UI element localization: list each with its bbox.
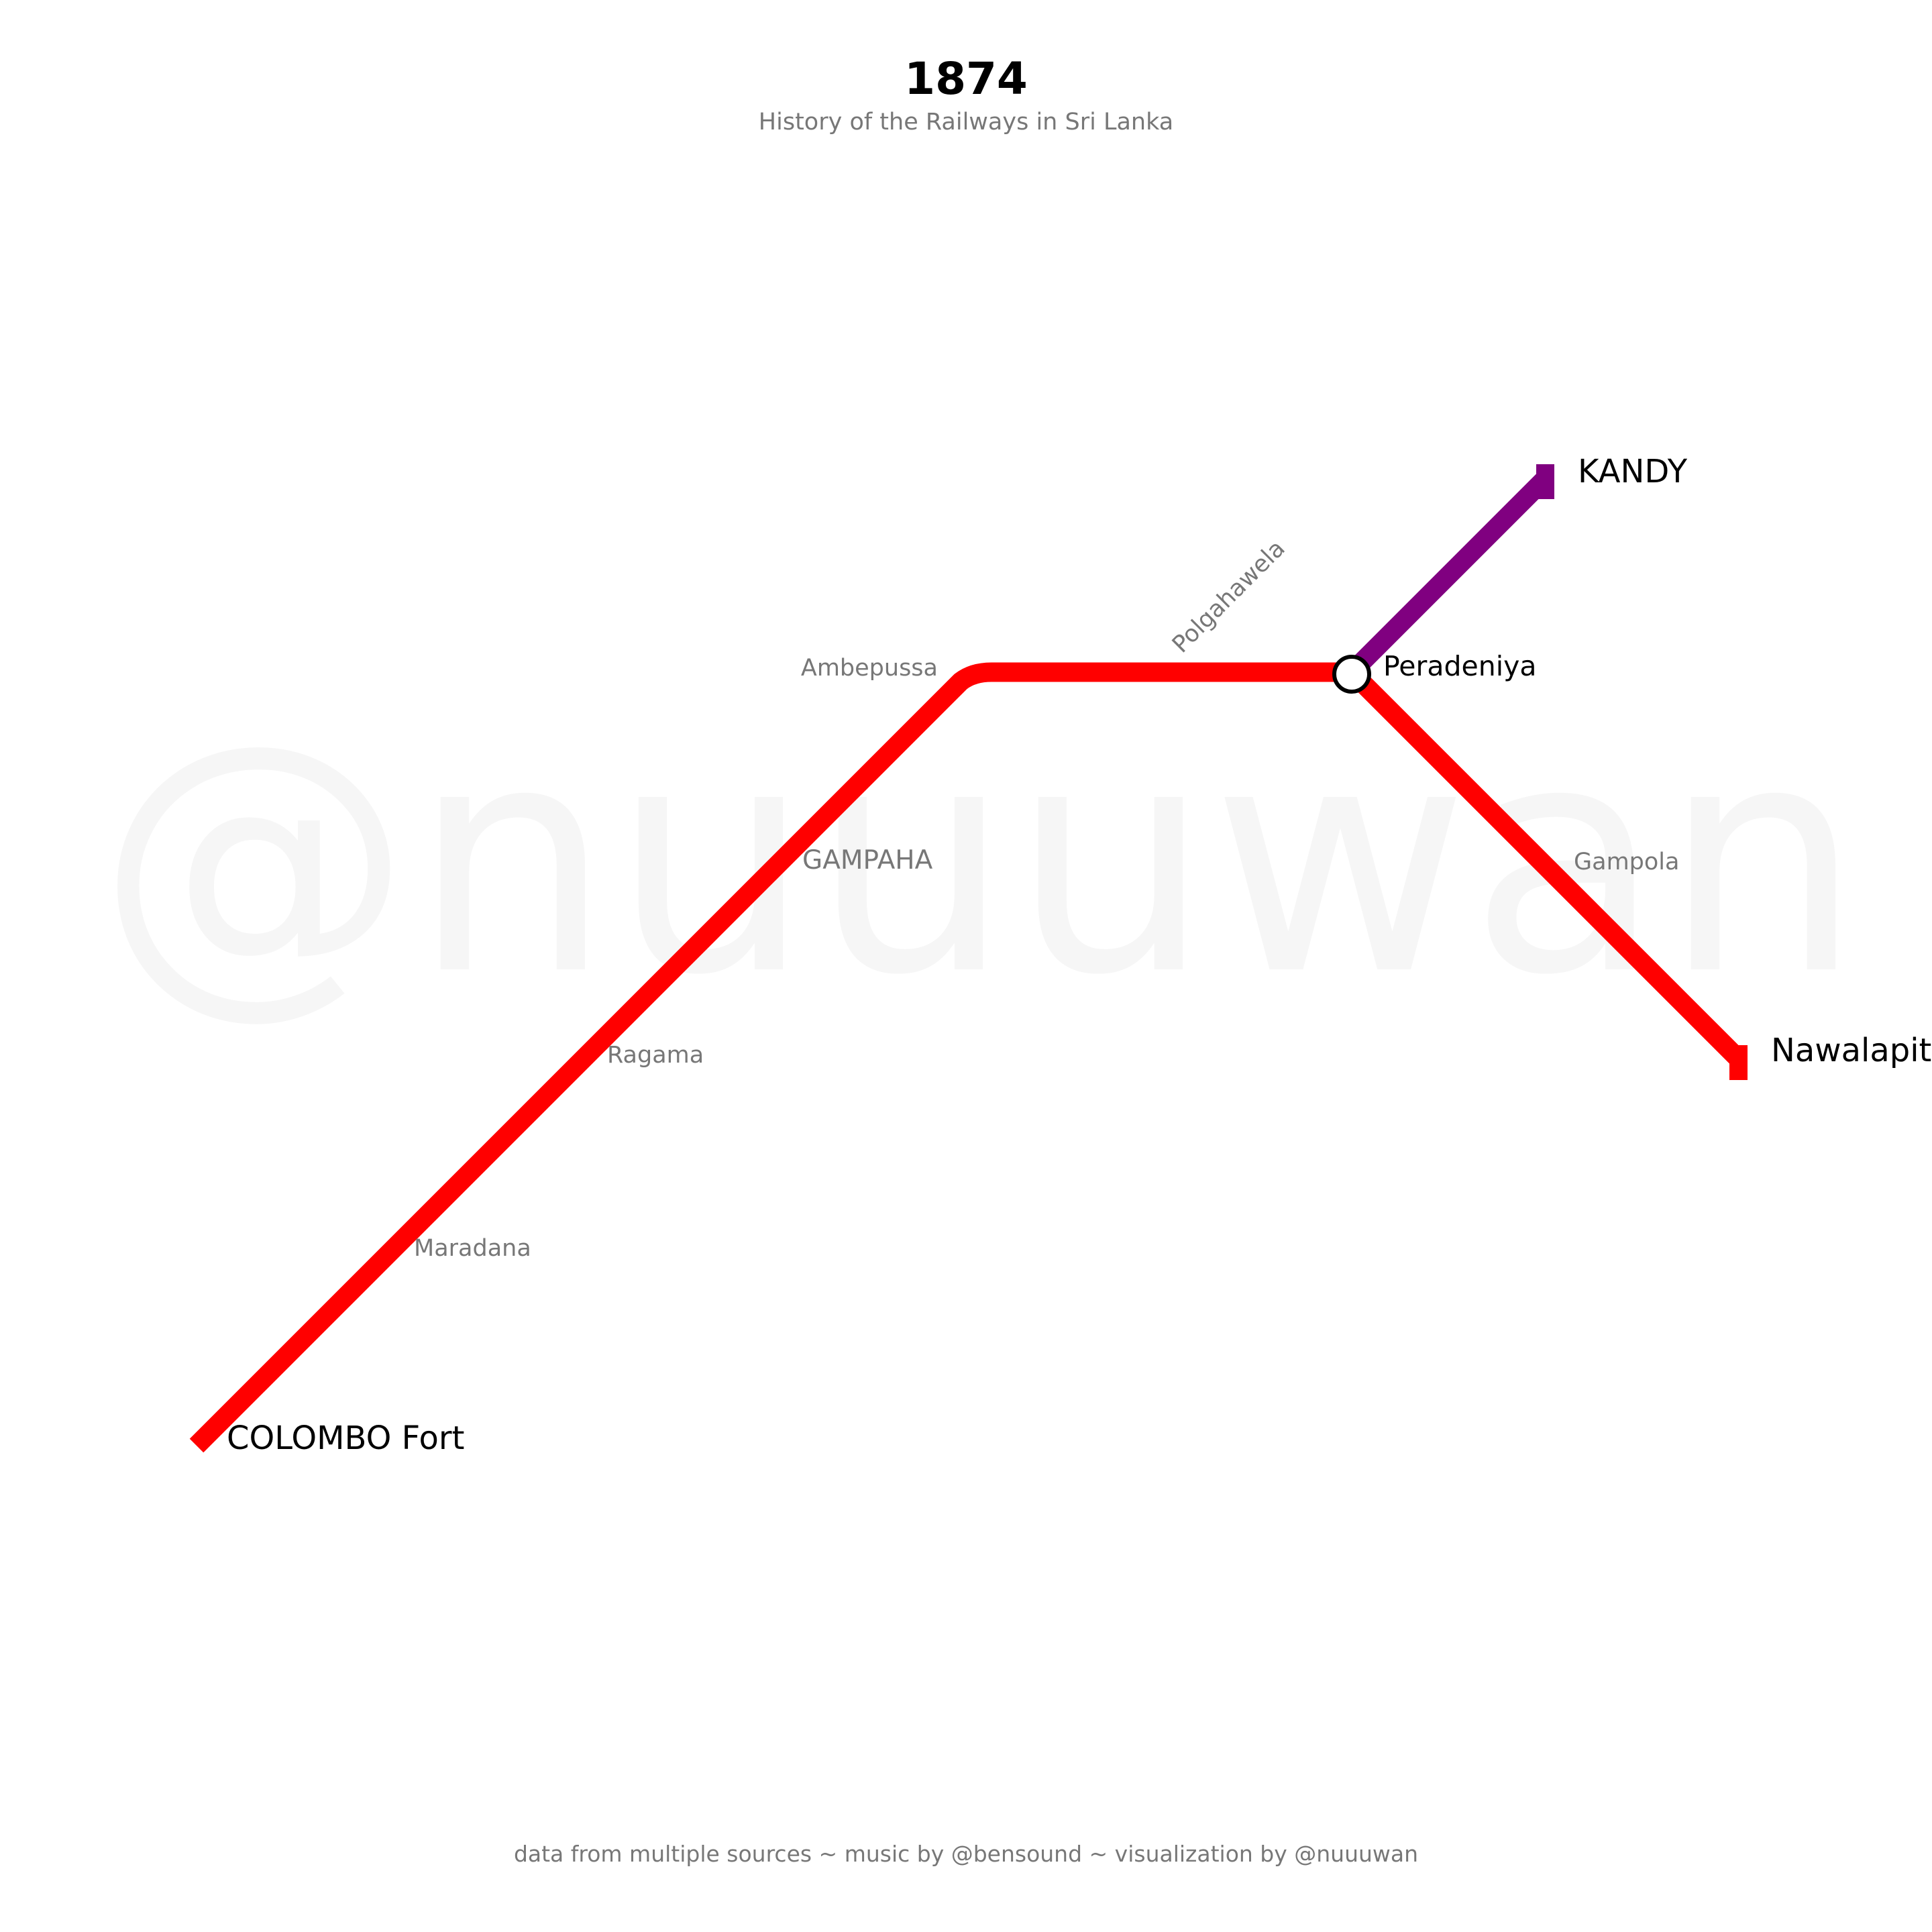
station-gampola: Gampola (1574, 849, 1679, 875)
station-peradeniya: Peradeniya (1383, 650, 1536, 682)
nawalapitiya-terminus-marker (1729, 1045, 1748, 1080)
map-subtitle: History of the Railways in Sri Lanka (759, 109, 1173, 136)
kandy-terminus-marker (1536, 464, 1554, 499)
map-title-year: 1874 (904, 53, 1028, 105)
station-gampaha: GAMPAHA (802, 845, 933, 875)
station-kandy: KANDY (1578, 453, 1688, 490)
station-nawalapitiya: Nawalapit (1771, 1032, 1931, 1069)
station-ambepussa: Ambepussa (801, 655, 938, 682)
main-line-track (189, 662, 1745, 1453)
credits-footer: data from multiple sources ~ music by @b… (514, 1841, 1418, 1867)
station-maradana: Maradana (414, 1235, 531, 1262)
station-polgahawela: Polgahawela (1167, 535, 1291, 659)
watermark: @nuuuwan (97, 677, 1862, 1044)
peradeniya-junction-marker (1332, 655, 1371, 694)
station-ragama: Ragama (607, 1042, 704, 1069)
kandy-branch-track (1344, 472, 1552, 680)
station-colombo-fort: COLOMBO Fort (227, 1419, 464, 1457)
